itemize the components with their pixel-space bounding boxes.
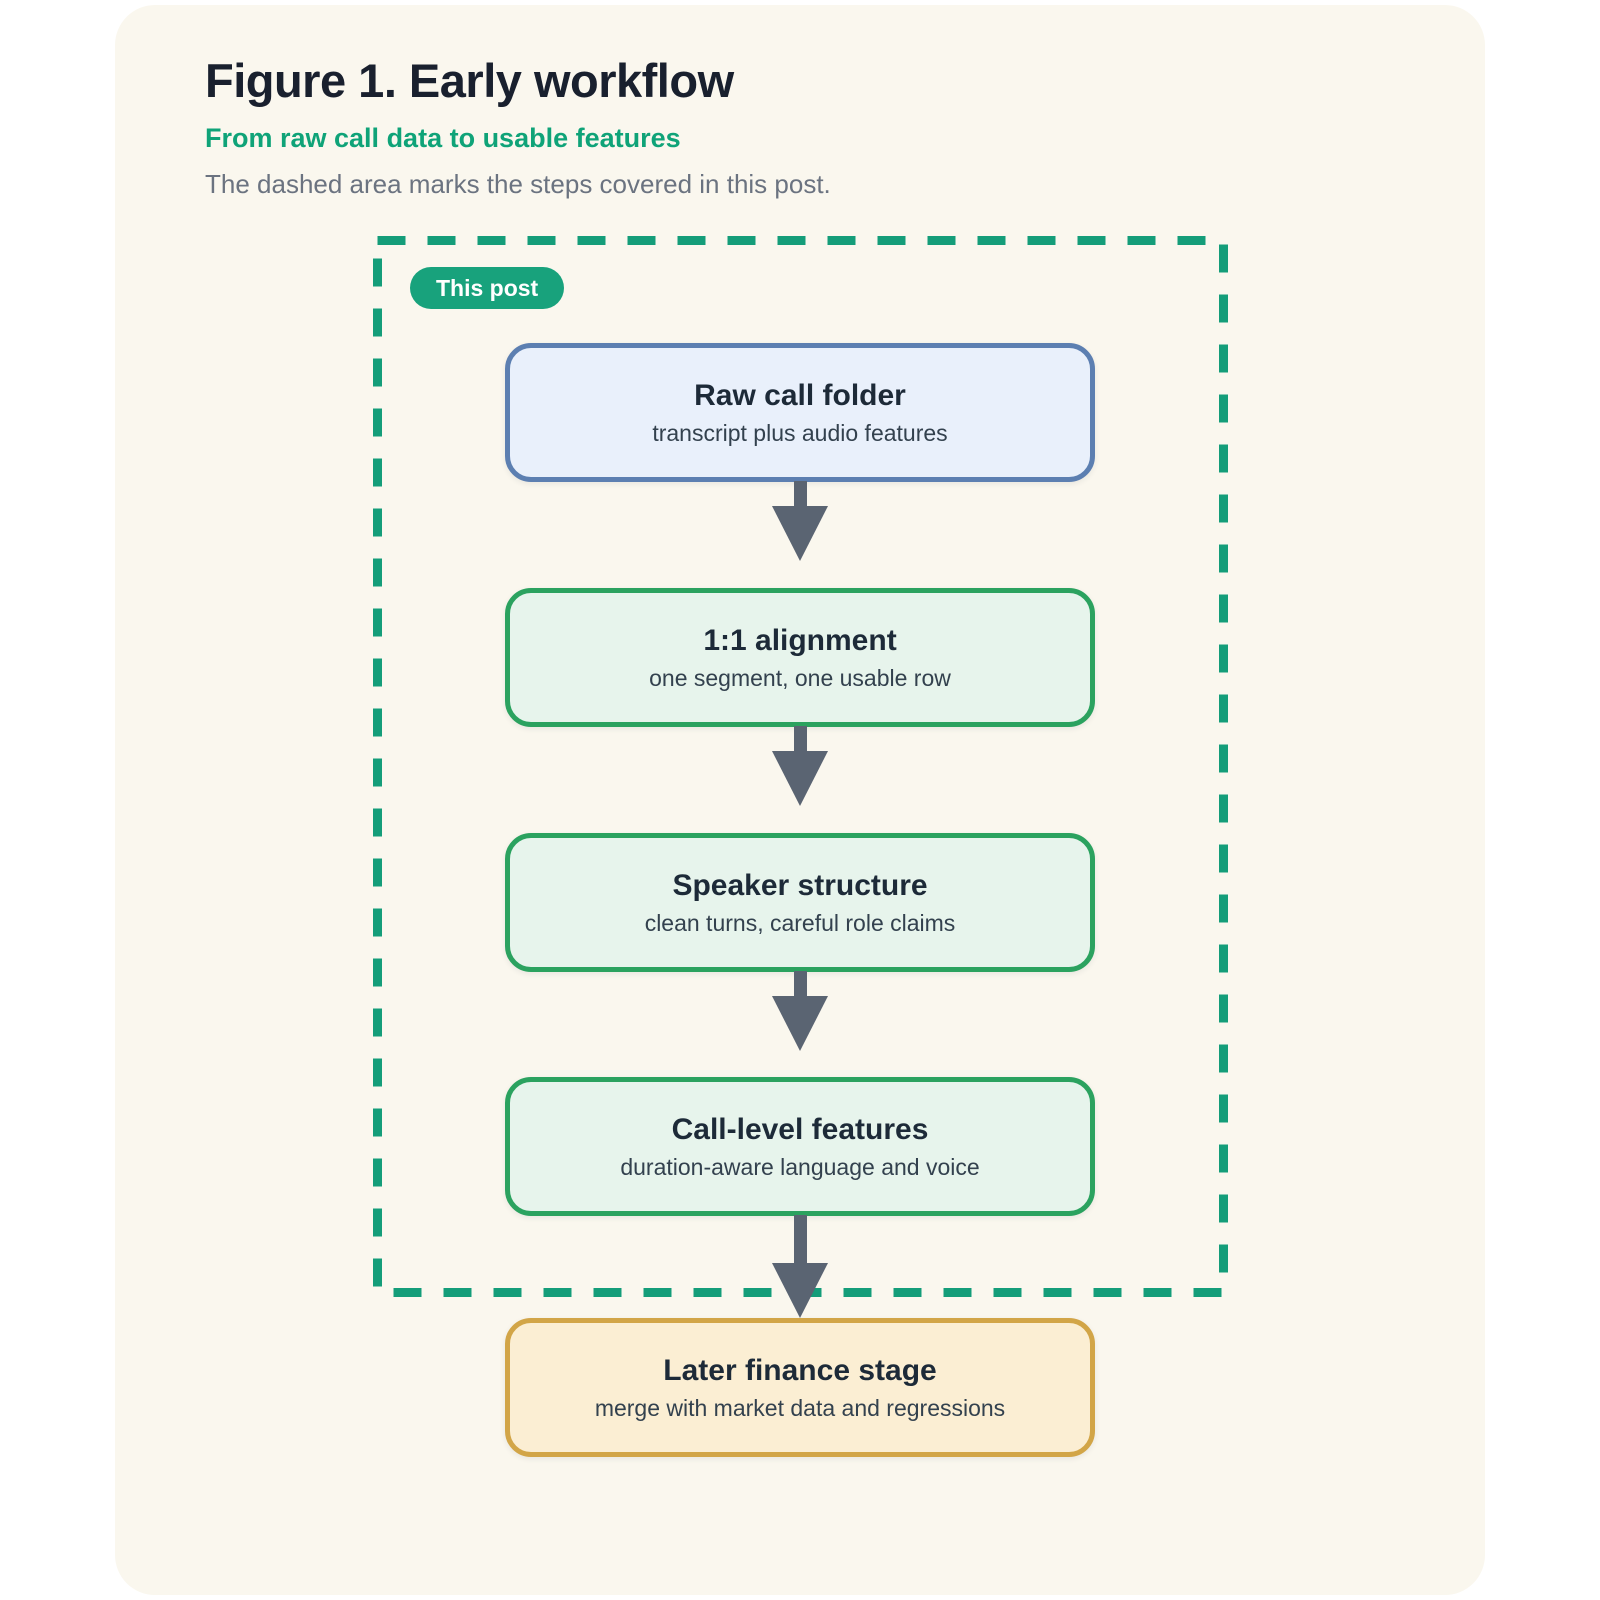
- down-arrow-icon: [772, 1215, 828, 1318]
- arrow-head: [772, 996, 828, 1051]
- node-subtitle: transcript plus audio features: [652, 419, 948, 446]
- flow-node-alignment: 1:1 alignment one segment, one usable ro…: [505, 588, 1095, 727]
- arrow-stem: [793, 481, 807, 506]
- node-subtitle: duration-aware language and voice: [620, 1153, 980, 1180]
- node-subtitle: merge with market data and regressions: [594, 1394, 1006, 1421]
- arrow-stem: [793, 726, 807, 751]
- down-arrow-icon: [772, 971, 828, 1051]
- arrow-head: [772, 506, 828, 561]
- figure-subtitle: From raw call data to usable features: [205, 123, 681, 154]
- arrow-head: [772, 751, 828, 806]
- this-post-badge: This post: [410, 267, 565, 309]
- node-title: Speaker structure: [672, 868, 928, 902]
- figure-caption: The dashed area marks the steps covered …: [205, 169, 831, 200]
- flow-node-raw-call-folder: Raw call folder transcript plus audio fe…: [505, 343, 1095, 482]
- node-title: 1:1 alignment: [703, 623, 897, 657]
- flow-node-later-finance-stage: Later finance stage merge with market da…: [505, 1318, 1095, 1457]
- node-title: Raw call folder: [694, 378, 906, 412]
- figure-title: Figure 1. Early workflow: [205, 54, 734, 107]
- arrow-head: [772, 1263, 828, 1318]
- arrow-stem: [793, 971, 807, 996]
- down-arrow-icon: [772, 481, 828, 561]
- arrow-stem: [793, 1215, 807, 1263]
- flow-node-speaker-structure: Speaker structure clean turns, careful r…: [505, 833, 1095, 972]
- flow-node-call-level-features: Call-level features duration-aware langu…: [505, 1077, 1095, 1216]
- node-title: Later finance stage: [663, 1353, 937, 1387]
- node-subtitle: clean turns, careful role claims: [644, 909, 956, 936]
- figure-header: Figure 1. Early workflow From raw call d…: [205, 54, 831, 201]
- node-subtitle: one segment, one usable row: [649, 664, 951, 691]
- node-title: Call-level features: [671, 1112, 929, 1146]
- down-arrow-icon: [772, 726, 828, 806]
